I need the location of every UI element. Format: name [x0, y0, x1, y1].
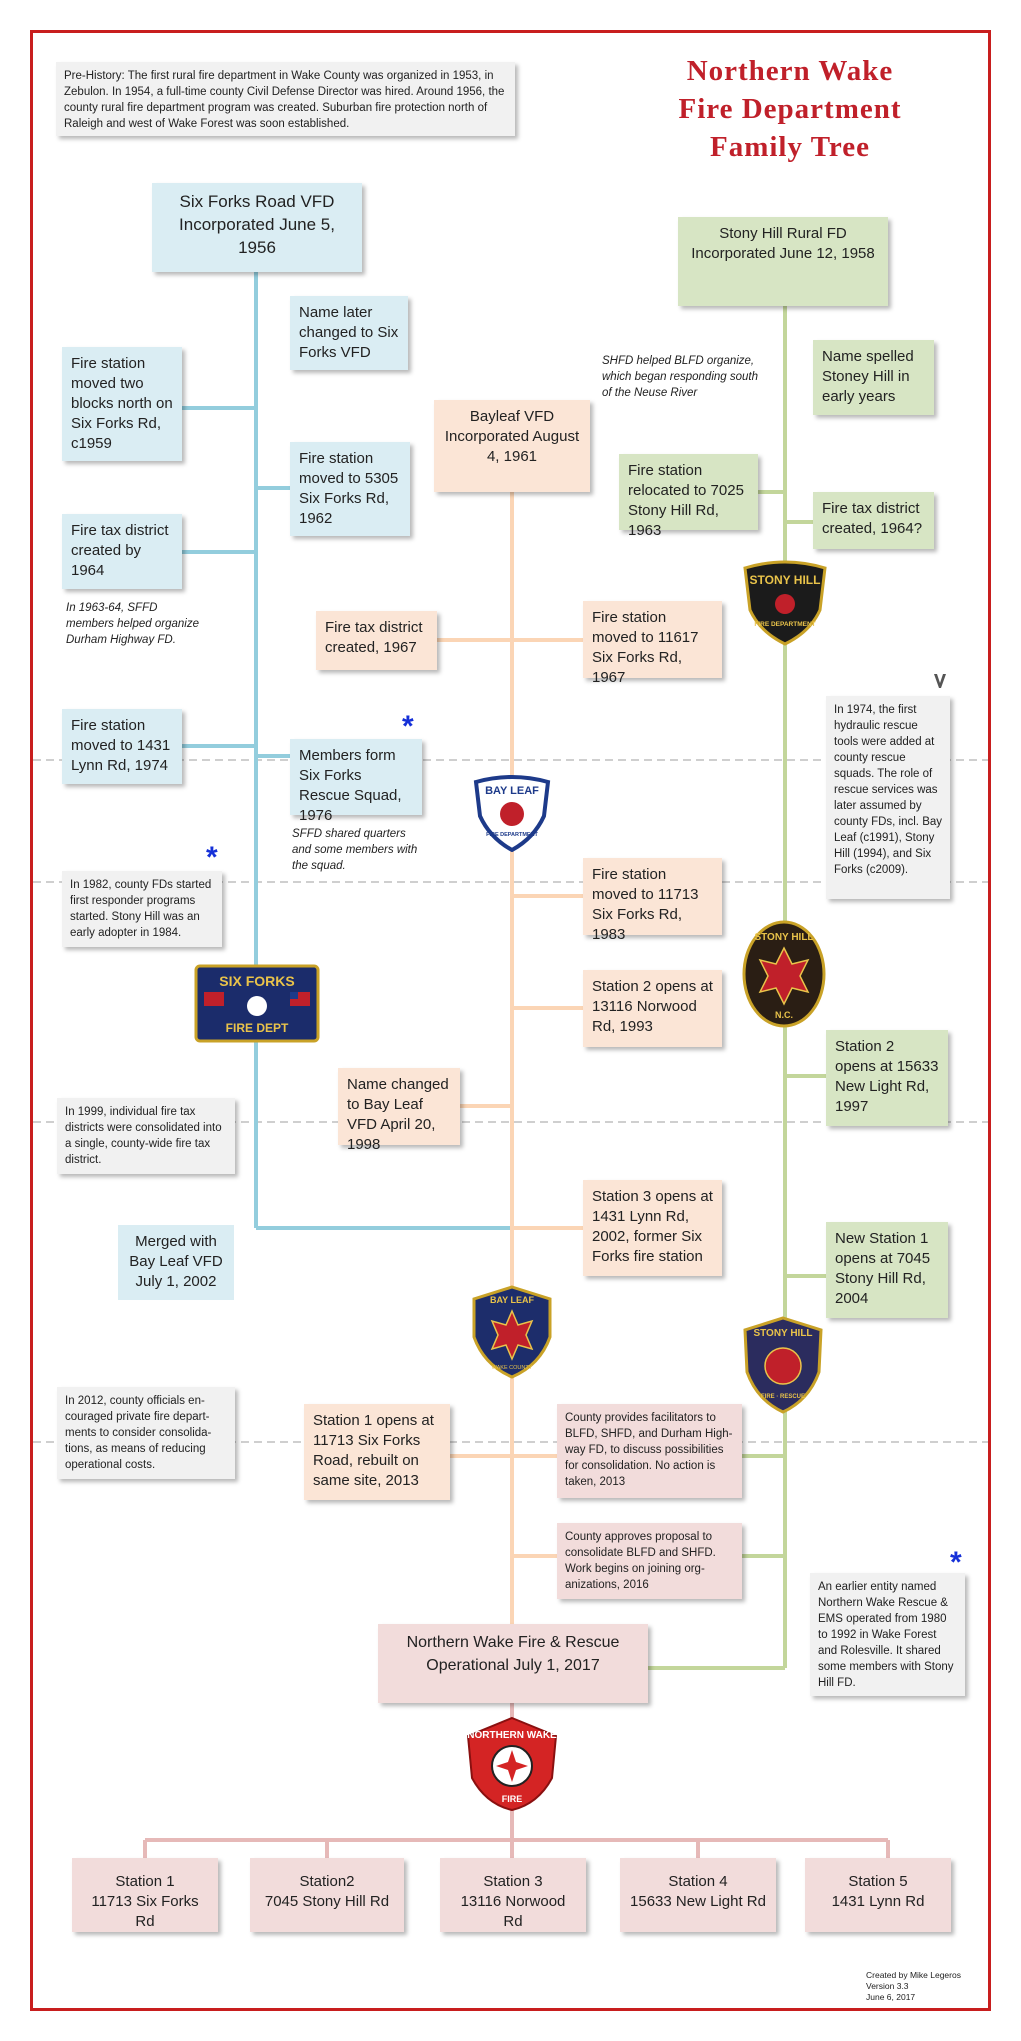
asterisk-icon: * — [402, 710, 414, 743]
bayleaf-root: Bayleaf VFD Incorporated August 4, 1961 — [434, 400, 590, 492]
stonyhill-new-station1: New Station 1 opens at 7045 Stony Hill R… — [826, 1222, 948, 1318]
bayleaf-station1-rebuilt: Station 1 opens at 11713 Six Forks Road,… — [304, 1404, 450, 1500]
bayleaf-badge2-subtext: WAKE COUNTY — [492, 1365, 533, 1371]
sixforks-tax-district: Fire tax district created by 1964 — [62, 514, 182, 589]
bayleaf-station2: Station 2 opens at 13116 Norwood Rd, 199… — [583, 970, 722, 1047]
bayleaf-lines — [437, 492, 583, 1630]
page-border — [30, 30, 991, 2011]
stonyhill-spelled: Name spelled Stoney Hill in early years — [813, 340, 934, 415]
sixforks-rescue-squad: Members form Six Forks Rescue Squad, 197… — [290, 739, 422, 824]
bayleaf-station3: Station 3 opens at 1431 Lynn Rd, 2002, f… — [583, 1180, 722, 1276]
bayleaf-badge-logo: BAY LEAF FIRE DEPARTMENT — [473, 775, 551, 852]
bayleaf-badge1-text: BAY LEAF — [485, 785, 539, 797]
title-line-2: Fire Department — [678, 93, 902, 125]
sixforks-patch-text: SIX FORKS — [219, 973, 294, 989]
bayleaf-name-changed: Name changed to Bay Leaf VFD April 20, 1… — [338, 1068, 460, 1153]
sixforks-durham-note: In 1963-64, SFFD members helped organize… — [66, 602, 199, 646]
stonyhill-nc-logo: STONY HILL N.C. — [742, 920, 826, 1028]
bayleaf-badge1-subtext: FIRE DEPARTMENT — [486, 832, 538, 838]
stonyhill-root: Stony Hill Rural FD Incorporated June 12… — [678, 217, 888, 306]
sixforks-patch-logo: SIX FORKS FIRE DEPT — [194, 964, 320, 1043]
asterisk-icon: * — [950, 1546, 962, 1579]
northernwake-root: Northern Wake Fire & Rescue Operational … — [378, 1624, 648, 1703]
station-2-address: 7045 Stony Hill Rd — [264, 1893, 390, 1910]
station-1-name: Station 1 — [115, 1873, 175, 1890]
note-rescue-1974: In 1974, the first hydraulic rescue tool… — [826, 696, 950, 899]
station-4-address: 15633 New Light Rd — [630, 1893, 766, 1910]
stonyhill-helped-note: SHFD helped BLFD organize, which began r… — [602, 355, 759, 399]
sixforks-moved-5305: Fire station moved to 5305 Six Forks Rd,… — [290, 442, 410, 536]
northernwake-logo: NORTHERN WAKE FIRE — [466, 1716, 558, 1812]
bayleaf-badge2-text: BAY LEAF — [490, 1295, 535, 1305]
title-line-1: Northern Wake — [686, 55, 894, 87]
sixforks-moved-1431: Fire station moved to 1431 Lynn Rd, 1974 — [62, 709, 182, 784]
bayleaf-tax-district: Fire tax district created, 1967 — [316, 611, 437, 670]
stonyhill-badge1-subtext: FIRE DEPARTMENT — [754, 621, 815, 628]
sixforks-lines — [182, 272, 512, 1230]
station-2-box: Station2 7045 Stony Hill Rd — [250, 1858, 404, 1932]
page-title: Northern Wake Fire Department Family Tre… — [600, 52, 980, 166]
station-4-box: Station 4 15633 New Light Rd — [620, 1858, 776, 1932]
sixforks-moved-north: Fire station moved two blocks north on S… — [62, 347, 182, 461]
northernwake-logo-subtext: FIRE — [502, 1794, 523, 1804]
note-consolidate-2012: In 2012, county officials en-couraged pr… — [57, 1387, 235, 1479]
station-5-address: 1431 Lynn Rd — [831, 1893, 925, 1910]
stonyhill-shield-logo: STONY HILL FIRE DEPARTMENT — [743, 560, 827, 646]
title-line-3: Family Tree — [710, 131, 870, 163]
prehistory-note: Pre-History: The first rural fire depart… — [56, 62, 515, 136]
rescue-tool-icon — [934, 674, 946, 688]
credit-block: Created by Mike Legeros Version 3.3 June… — [866, 1970, 961, 2003]
sixforks-name-change: Name later changed to Six Forks VFD — [290, 296, 408, 370]
credit-author: Created by Mike Legeros — [866, 1970, 961, 1980]
station-4-name: Station 4 — [668, 1873, 728, 1890]
stonyhill-badge3-text: STONY HILL — [753, 1328, 812, 1339]
stonyhill-tax-district: Fire tax district created, 1964? — [813, 492, 934, 549]
station-5-name: Station 5 — [848, 1873, 908, 1890]
station-2-name: Station2 — [299, 1873, 355, 1890]
note-northern-wake-rescue: An earlier entity named Northern Wake Re… — [810, 1573, 965, 1696]
stonyhill-relocated: Fire station relocated to 7025 Stony Hil… — [619, 454, 758, 539]
bayleaf-moved-11713: Fire station moved to 11713 Six Forks Rd… — [583, 858, 722, 943]
stonyhill-station2: Station 2 opens at 15633 New Light Rd, 1… — [826, 1030, 948, 1126]
station-5-box: Station 5 1431 Lynn Rd — [805, 1858, 951, 1932]
northernwake-logo-text: NORTHERN WAKE — [467, 1730, 557, 1741]
county-approves: County approves proposal to consolidate … — [557, 1523, 742, 1599]
note-first-responder-1982: In 1982, county FDs started first respon… — [62, 871, 222, 947]
station-3-address: 13116 Norwood Rd — [460, 1893, 566, 1930]
stonyhill-badge3-subtext: FIRE · RESCUE — [761, 1394, 805, 1400]
county-facilitators: County provides facilitators to BLFD, SH… — [557, 1404, 742, 1498]
asterisk-icon: * — [206, 841, 218, 874]
credit-date: June 6, 2017 — [866, 1992, 916, 2002]
station-3-box: Station 3 13116 Norwood Rd — [440, 1858, 586, 1932]
sixforks-root: Six Forks Road VFD Incorporated June 5, … — [152, 183, 362, 272]
bayleaf-wake-county-logo: BAY LEAF WAKE COUNTY — [472, 1285, 552, 1379]
stonyhill-badge1-text: STONY HILL — [750, 573, 821, 587]
stonyhill-fire-rescue-logo: STONY HILL FIRE · RESCUE — [743, 1316, 823, 1414]
sixforks-merged: Merged with Bay Leaf VFD July 1, 2002 — [118, 1225, 234, 1300]
sixforks-patch-subtext: FIRE DEPT — [226, 1021, 289, 1035]
bayleaf-moved-11617: Fire station moved to 11617 Six Forks Rd… — [583, 601, 722, 686]
credit-version: Version 3.3 — [866, 1981, 909, 1991]
station-1-box: Station 1 11713 Six Forks Rd — [72, 1858, 218, 1932]
note-tax-1999: In 1999, individual fire tax districts w… — [57, 1098, 235, 1174]
station-1-address: 11713 Six Forks Rd — [91, 1893, 199, 1930]
stonyhill-badge2-text: STONY HILL — [754, 932, 813, 943]
sixforks-shared-note: SFFD shared quarters and some members wi… — [292, 828, 418, 872]
station-3-name: Station 3 — [483, 1873, 543, 1890]
stonyhill-badge2-subtext: N.C. — [775, 1010, 793, 1020]
